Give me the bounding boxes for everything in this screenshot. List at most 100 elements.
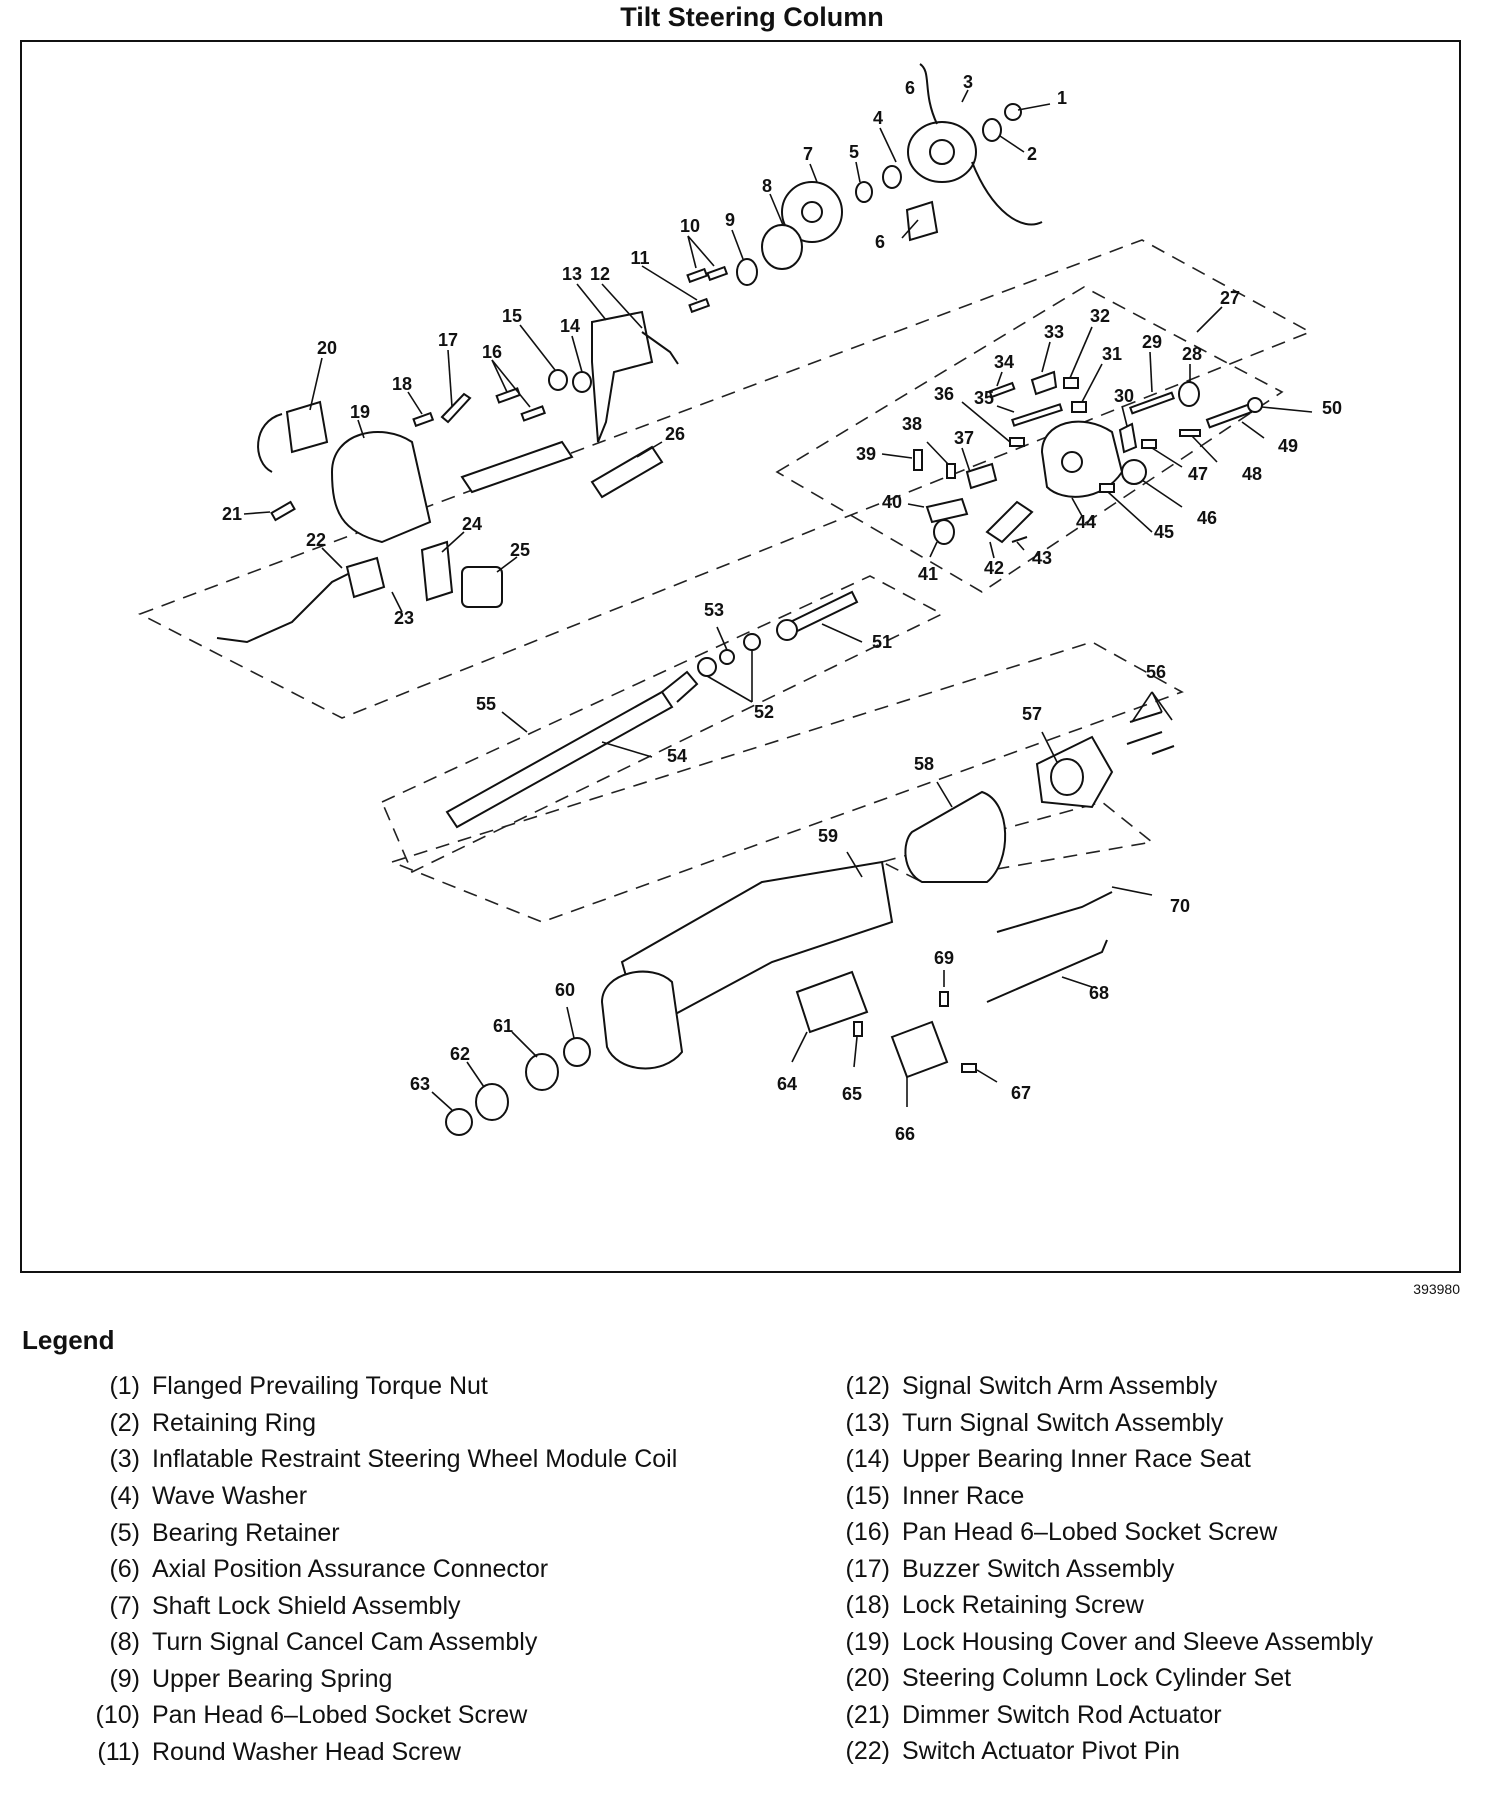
part-55-shaft-fork: [661, 670, 699, 703]
callout-label: 6: [905, 78, 915, 98]
part-52-joint: [697, 657, 717, 677]
callout-label: 3: [963, 72, 973, 92]
callout-label: 67: [1011, 1083, 1031, 1103]
right-group-outline: [775, 286, 1284, 593]
callout-label: 31: [1102, 344, 1122, 364]
legend-column-left: (1)Flanged Prevailing Torque Nut(2)Retai…: [70, 1368, 770, 1770]
callout-label: 15: [502, 306, 522, 326]
callout-label: 16: [482, 342, 502, 362]
legend-item-number: (16): [845, 1518, 890, 1546]
callout-label: 21: [222, 504, 242, 524]
callout-label: 18: [392, 374, 412, 394]
callout-label: 65: [842, 1084, 862, 1104]
part-47-screw: [1141, 439, 1157, 449]
callout-label: 56: [1146, 662, 1166, 682]
legend-item: (12)Signal Switch Arm Assembly: [820, 1368, 1500, 1405]
lower-group-outline: [389, 641, 1184, 923]
part-50-cap: [1247, 397, 1263, 413]
legend-item-text: Dimmer Switch Rod Actuator: [902, 1700, 1222, 1729]
part-12-signal-arm: [641, 331, 679, 365]
callout-label: 69: [934, 948, 954, 968]
callout-label: 11: [630, 248, 649, 268]
part-19-lock-housing: [330, 431, 432, 544]
part-14-race-seat: [572, 371, 592, 393]
part-64-switch: [795, 970, 869, 1034]
part-3-wire: [919, 63, 1043, 226]
callout-label: 50: [1322, 398, 1342, 418]
legend-item: (6)Axial Position Assurance Connector: [70, 1551, 770, 1588]
legend-column-right: (12)Signal Switch Arm Assembly(13)Turn S…: [820, 1368, 1500, 1770]
part-10-screw-b: [706, 265, 729, 282]
part-drawings: [216, 63, 1263, 1136]
legend-item-number: (3): [109, 1445, 140, 1473]
part-15-inner-race: [548, 369, 568, 391]
legend-item-text: Turn Signal Switch Assembly: [902, 1408, 1224, 1437]
part-68-rod: [986, 939, 1108, 1003]
callout-label: 28: [1182, 344, 1202, 364]
figure-id: 393980: [1413, 1281, 1460, 1297]
legend-item-text: Axial Position Assurance Connector: [152, 1555, 549, 1583]
part-31-part: [1071, 401, 1087, 413]
legend-item: (9)Upper Bearing Spring: [70, 1661, 770, 1698]
legend-item-number: (12): [845, 1372, 890, 1400]
part-40-lever: [925, 497, 969, 524]
legend-item: (3) Inflatable Restraint Steering Wheel M…: [70, 1441, 770, 1478]
part-9-spring: [736, 258, 758, 286]
part-30-plate: [1118, 422, 1138, 454]
callout-label: 30: [1114, 386, 1134, 406]
callout-label: 55: [476, 694, 496, 714]
legend-item: (20)Steering Column Lock Cylinder Set: [820, 1660, 1500, 1697]
callout-label: 32: [1090, 306, 1110, 326]
exploded-view-diagram: 1234566789101112131415161718192021222324…: [138, 63, 1342, 1144]
part-42-spring-part: [985, 500, 1034, 544]
part-48-pin: [1179, 429, 1201, 437]
part-54-lower-shaft: [445, 690, 674, 829]
callout-label: 5: [849, 142, 859, 162]
legend-item-number: (22): [845, 1737, 890, 1765]
part-65-screw: [853, 1021, 863, 1037]
legend-item-number: (1): [109, 1372, 140, 1400]
callout-label: 42: [984, 558, 1004, 578]
part-52-joint-b: [743, 633, 761, 651]
upper-group-outline: [138, 239, 1312, 719]
legend-item: (19) Lock Housing Cover and Sleeve Assemb…: [820, 1624, 1500, 1661]
part-36-pin: [1009, 437, 1025, 447]
legend-item-text: Inner Race: [902, 1481, 1025, 1510]
callout-label: 46: [1197, 508, 1217, 528]
legend-item-text: Upper Bearing Inner Race Seat: [902, 1445, 1251, 1473]
part-16-screw-b: [520, 405, 546, 422]
callout-label: 7: [803, 144, 813, 164]
legend-item-text: Upper Bearing Spring: [152, 1664, 393, 1693]
part-24-bracket: [420, 540, 454, 602]
callout-label: 8: [762, 176, 772, 196]
callout-label: 20: [317, 338, 337, 358]
callout-label: 38: [902, 414, 922, 434]
legend-item-text: Inflatable Restraint Steering Wheel Modu…: [152, 1445, 678, 1473]
legend-item-number: (19): [845, 1627, 890, 1656]
part-34-pin: [988, 381, 1016, 399]
part-2-ring: [982, 118, 1002, 142]
legend-item-text: Shaft Lock Shield Assembly: [152, 1591, 461, 1620]
callout-label: 24: [462, 514, 482, 534]
part-26-bar: [590, 445, 664, 499]
callout-label: 52: [754, 702, 774, 722]
legend-item: (5)Bearing Retainer: [70, 1515, 770, 1552]
callout-label: 45: [1154, 522, 1174, 542]
callout-label: 4: [873, 108, 883, 128]
legend-item-text: Lock Housing Cover and Sleeve Assembly: [902, 1627, 1374, 1656]
part-43-clip: [1011, 536, 1028, 543]
callout-label: 57: [1022, 704, 1042, 724]
legend-item: (15)Inner Race: [820, 1478, 1500, 1515]
callout-label: 14: [560, 316, 580, 336]
part-10-screw: [686, 267, 709, 284]
legend-item-number: (10): [95, 1701, 140, 1729]
callout-label: 39: [856, 444, 876, 464]
callout-label: 6: [875, 232, 885, 252]
callout-label: 61: [493, 1016, 513, 1036]
diagram-title: Tilt Steering Column: [620, 2, 884, 32]
legend-item-number: (5): [109, 1518, 140, 1547]
part-39-pin: [913, 449, 923, 471]
part-17-buzzer: [440, 392, 472, 424]
callout-label: 60: [555, 980, 575, 1000]
callout-label: 68: [1089, 983, 1109, 1003]
